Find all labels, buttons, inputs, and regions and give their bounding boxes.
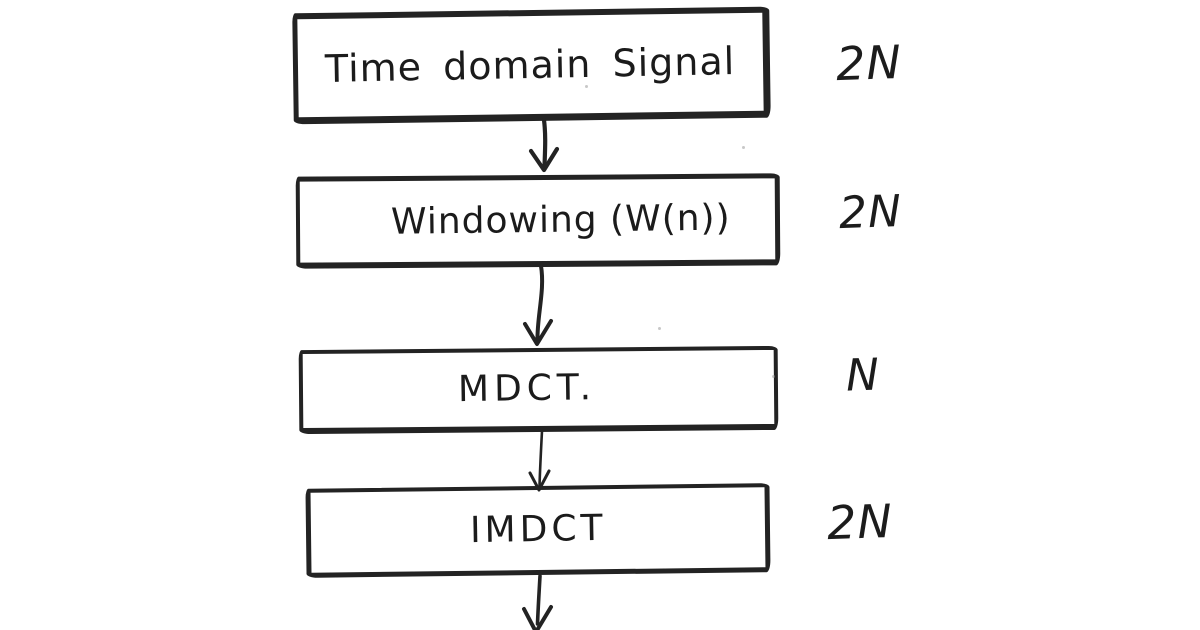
arrow-down-icon-1 [528,117,560,173]
speckle-dot [585,85,588,88]
speckle-dot [658,327,661,330]
node-windowing: Windowing (W(n)) [295,173,781,269]
annotation-time-domain-signal: 2N [835,34,903,92]
speckle-dot [742,146,745,149]
node-imdct-label: IMDCT [469,507,607,552]
node-time-domain-signal-label: Time domain Signal [324,39,736,91]
annotation-mdct: N [845,349,881,402]
node-imdct: IMDCT [305,483,771,578]
node-windowing-label: Windowing (W(n)) [390,197,731,243]
speckle-dot [772,375,775,378]
node-mdct-label: MDCT. [458,367,597,411]
node-mdct: MDCT. [298,345,779,435]
arrow-down-icon-3 [528,429,551,492]
arrow-down-icon-4 [522,574,553,630]
annotation-imdct: 2N [826,493,894,551]
annotation-windowing: 2N [838,185,903,240]
arrow-down-icon-2 [523,264,553,346]
node-time-domain-signal: Time domain Signal [292,6,771,125]
